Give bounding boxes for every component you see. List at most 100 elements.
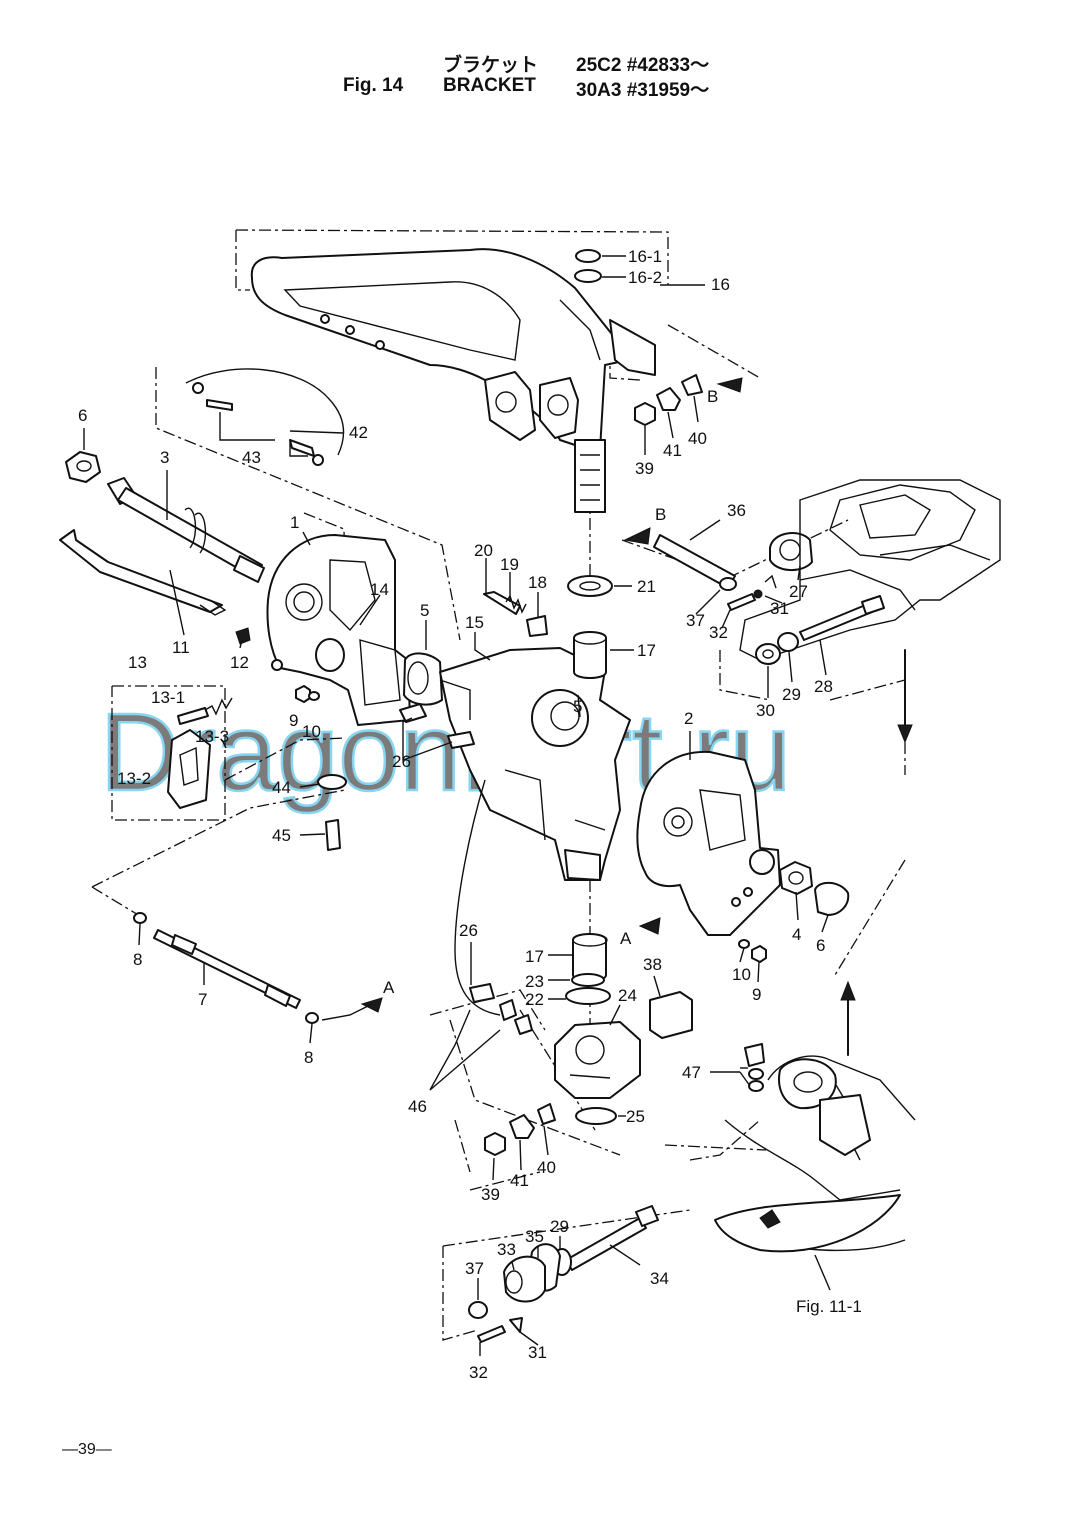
callout-47: 47 — [682, 1063, 701, 1082]
ring-25 — [575, 1107, 617, 1125]
arrow-b-upper — [716, 377, 743, 393]
callout-18: 18 — [528, 573, 547, 592]
callout-29-lower: 29 — [550, 1217, 569, 1236]
callout-26-upper: 26 — [392, 752, 411, 771]
callout-43: 43 — [242, 448, 261, 467]
arrow-b-lower — [623, 527, 651, 545]
callout-32-upper: 32 — [709, 623, 728, 642]
nut-6-left — [65, 451, 101, 483]
tilt-tube-3 — [107, 477, 265, 583]
arrow-a-right — [638, 917, 661, 935]
callout-13-2: 13-2 — [117, 769, 151, 788]
screw-20 — [483, 591, 521, 615]
callout-9-left: 9 — [289, 711, 298, 730]
section-mark-a-right: A — [620, 929, 632, 948]
callout-7: 7 — [198, 990, 207, 1009]
callout-39-upper: 39 — [635, 459, 654, 478]
bolt-34 — [565, 1217, 647, 1271]
callout-17-lower: 17 — [525, 947, 544, 966]
callout-13-3: 13-3 — [195, 727, 229, 746]
washer-30 — [755, 643, 781, 665]
connector-26-upper — [399, 703, 427, 723]
connector-26-mid — [447, 731, 475, 749]
callout-29-upper: 29 — [782, 685, 801, 704]
callout-8-upper: 8 — [133, 950, 142, 969]
mount-27 — [769, 532, 813, 571]
nut-9-right — [751, 945, 767, 963]
steering-arm-16 — [250, 248, 656, 513]
gearcase-sketch — [714, 1055, 916, 1291]
tilt-pin-11 — [59, 529, 227, 616]
callout-41-upper: 41 — [663, 441, 682, 460]
washer-10-right — [738, 939, 750, 949]
callout-25: 25 — [626, 1107, 645, 1126]
callout-31-upper: 31 — [770, 599, 789, 618]
rubber-block-38 — [649, 991, 693, 1039]
parts-artwork — [59, 248, 1001, 1356]
callout-39-lower: 39 — [481, 1185, 500, 1204]
arrow-a-left — [360, 997, 383, 1013]
upper-fasteners-39-41-40 — [634, 374, 703, 426]
clip-8-upper — [133, 912, 147, 924]
cap-6-right — [814, 881, 850, 916]
callout-6-left: 6 — [78, 406, 87, 425]
mount-44 — [317, 774, 347, 790]
leader-ticks — [83, 255, 829, 1356]
callout-13: 13 — [128, 653, 147, 672]
callout-33: 33 — [497, 1240, 516, 1259]
reference-fig-11-1: Fig. 11-1 — [796, 1297, 862, 1316]
figure-label: Fig. 14 — [343, 75, 404, 96]
page-number: —39— — [62, 1441, 112, 1458]
plunger-18 — [526, 615, 548, 637]
callout-17-upper: 17 — [637, 641, 656, 660]
callout-10-left: 10 — [302, 722, 321, 741]
callout-41-lower: 41 — [510, 1171, 529, 1190]
section-mark-a-left: A — [383, 978, 395, 997]
callout-19: 19 — [500, 555, 519, 574]
callout-4: 4 — [792, 925, 801, 944]
section-mark-b-upper: B — [707, 387, 718, 406]
callout-37-upper: 37 — [686, 611, 705, 630]
connector-26-lower — [469, 983, 495, 1003]
callout-14: 14 — [370, 580, 389, 599]
callout-27: 27 — [789, 582, 808, 601]
callout-16-2: 16-2 — [628, 268, 662, 287]
callout-20: 20 — [474, 541, 493, 560]
callout-45: 45 — [272, 826, 291, 845]
callout-32-lower: 32 — [469, 1363, 488, 1382]
callout-28: 28 — [814, 677, 833, 696]
callout-37-lower: 37 — [465, 1259, 484, 1278]
callout-40-lower: 40 — [537, 1158, 556, 1177]
callout-22: 22 — [525, 990, 544, 1009]
nut-39-lower — [484, 1132, 506, 1156]
ring-23 — [571, 973, 605, 987]
washer-37-upper — [719, 577, 737, 591]
lower-mount-24 — [554, 1021, 641, 1099]
en-title: BRACKET — [443, 75, 536, 96]
callout-5-left: 5 — [420, 601, 429, 620]
screw-43b — [289, 439, 315, 457]
callout-31-lower: 31 — [528, 1343, 547, 1362]
washer-21 — [567, 575, 613, 597]
ring-16-1 — [575, 249, 601, 263]
callout-38: 38 — [643, 955, 662, 974]
callout-10-right: 10 — [732, 965, 751, 984]
plate-41-lower — [509, 1114, 535, 1139]
washer-10-left — [308, 691, 320, 701]
stern-bracket-2 — [636, 750, 781, 936]
washer-22 — [565, 987, 611, 1005]
callout-30: 30 — [756, 701, 775, 720]
callout-3: 3 — [160, 448, 169, 467]
callout-35: 35 — [525, 1227, 544, 1246]
swivel-bracket-15 — [439, 647, 631, 881]
callout-46: 46 — [408, 1097, 427, 1116]
callout-42: 42 — [349, 423, 368, 442]
mount-33 — [503, 1255, 546, 1303]
callout-9-right: 9 — [752, 985, 761, 1004]
bolt-32-lower — [477, 1325, 506, 1343]
bolt-47 — [744, 1043, 765, 1067]
washer-29-upper — [777, 632, 799, 652]
callout-40-upper: 40 — [688, 429, 707, 448]
callout-23: 23 — [525, 972, 544, 991]
jp-title: ブラケット — [443, 55, 539, 76]
